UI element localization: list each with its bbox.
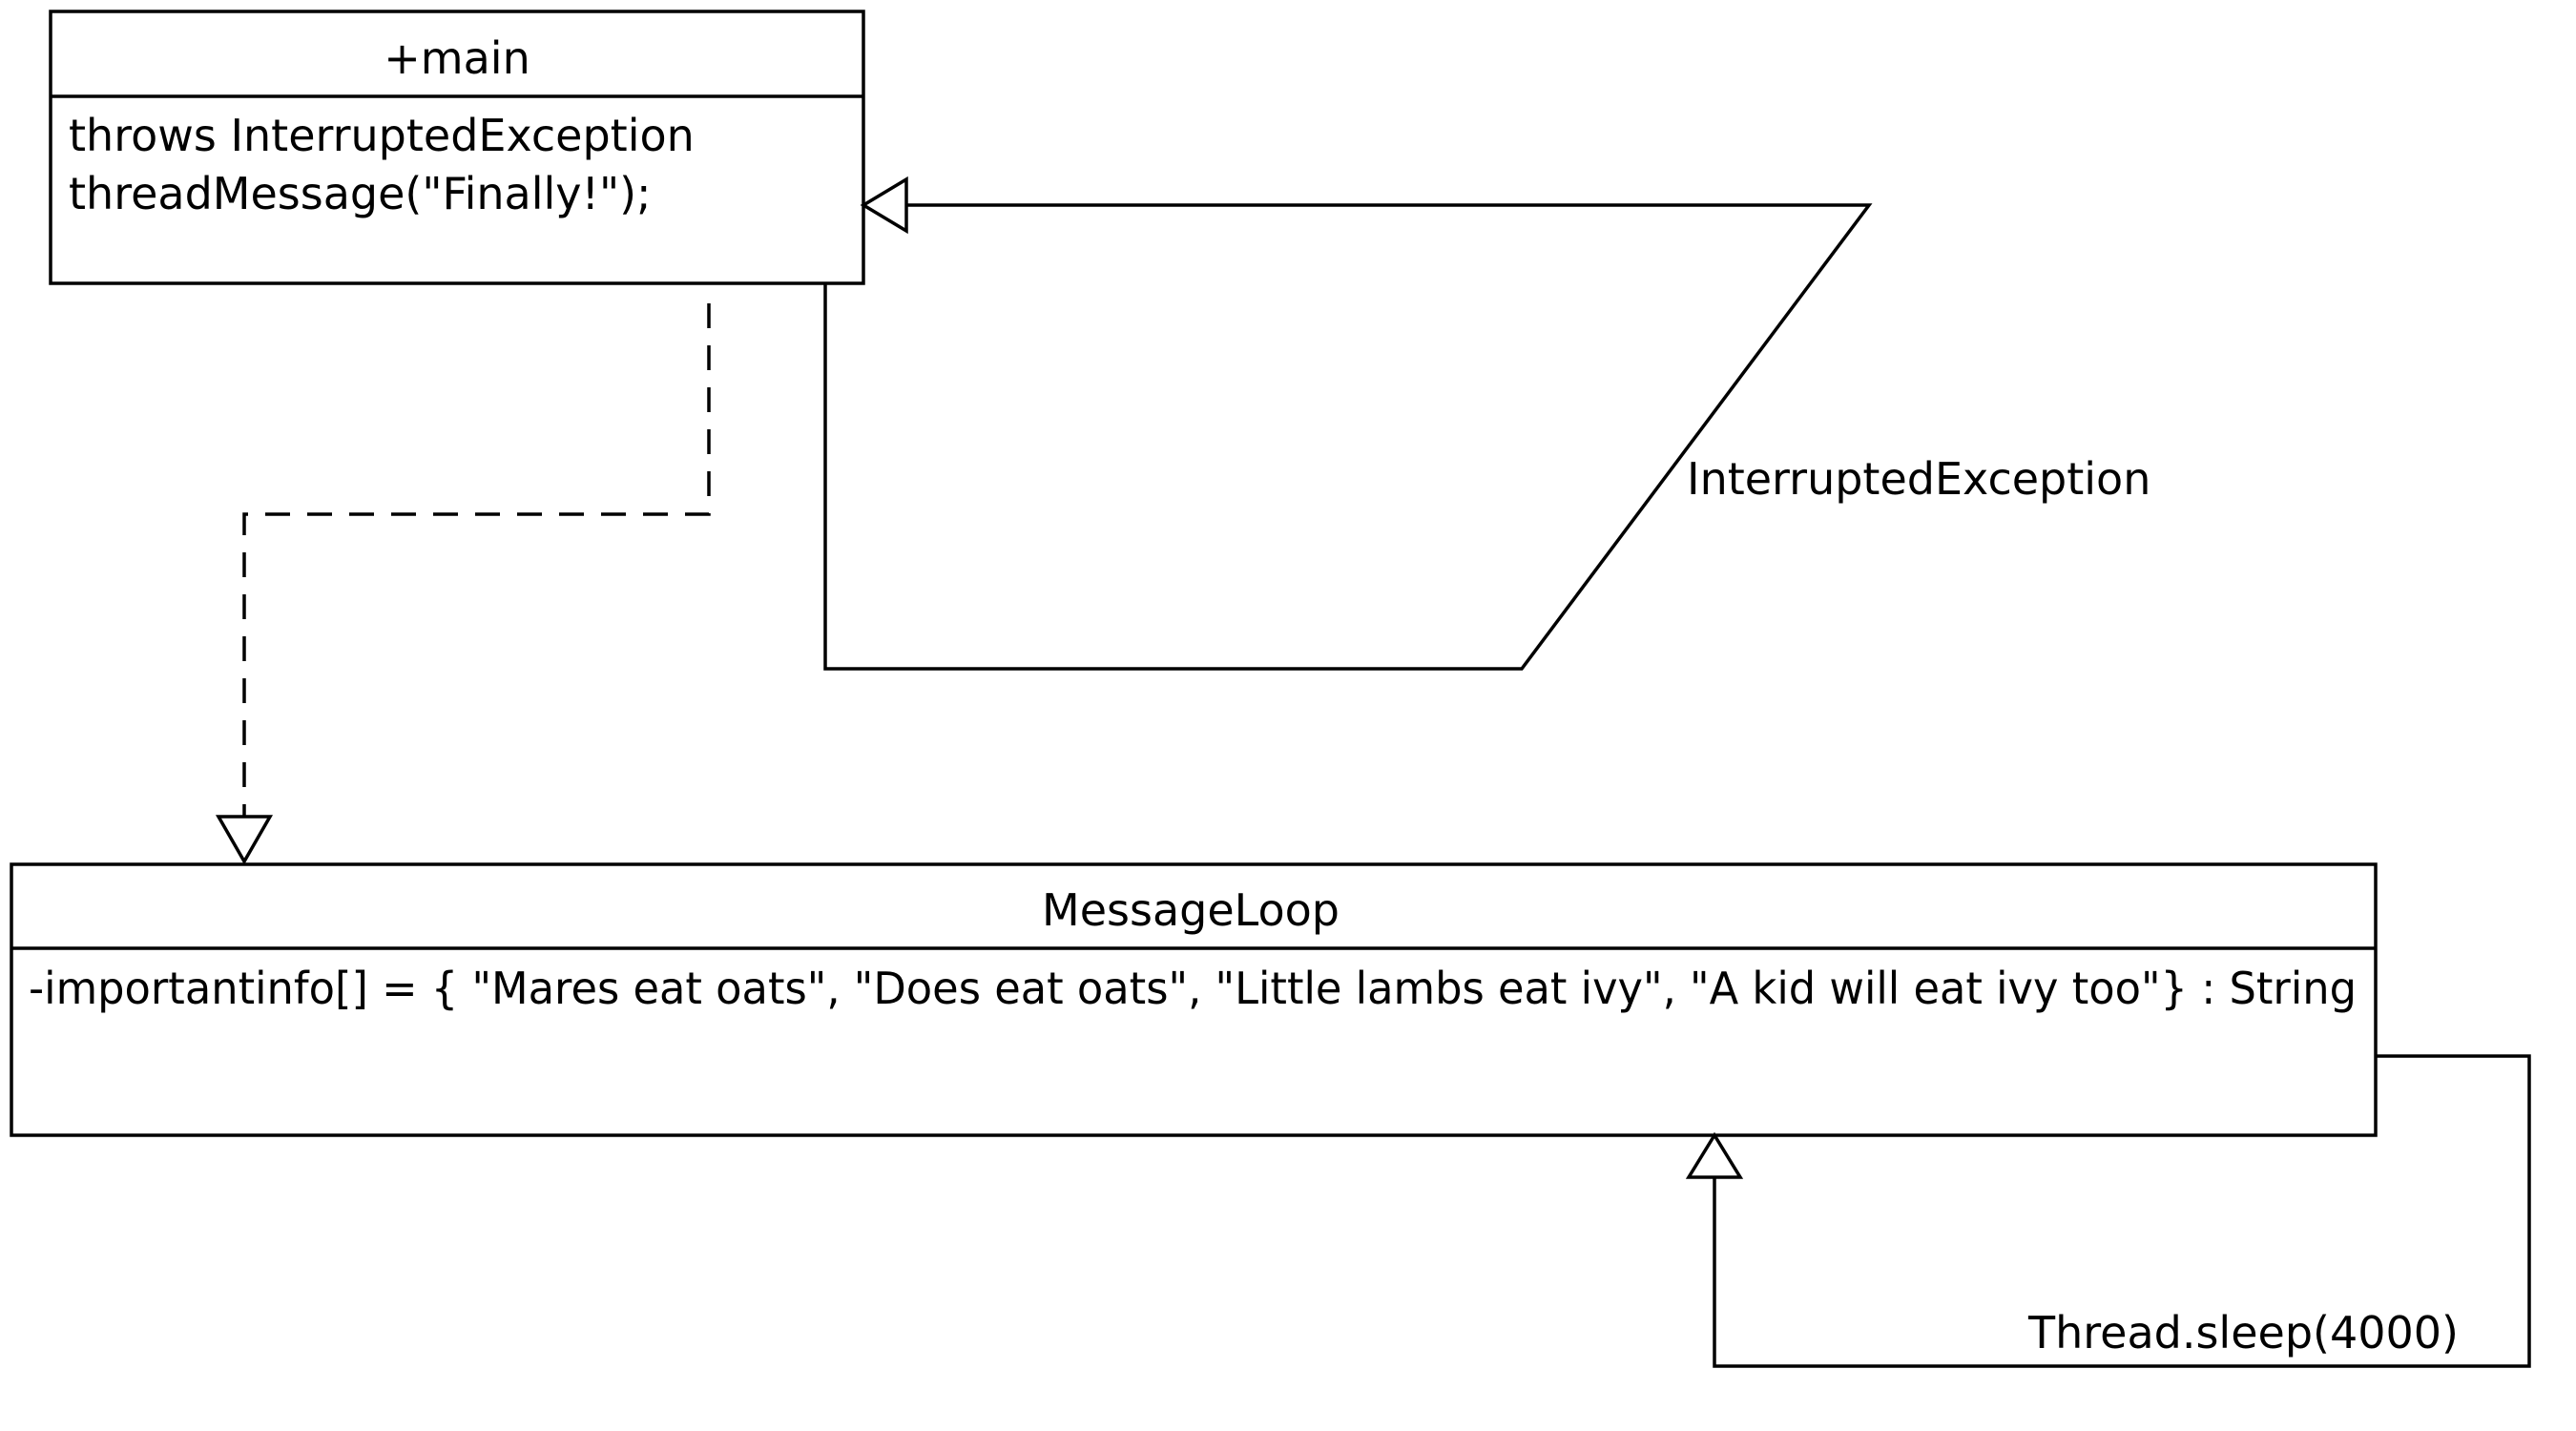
thread-sleep-arrowhead — [1685, 1131, 1744, 1179]
main-class-border — [49, 10, 865, 285]
interrupted-exception-path — [823, 203, 1873, 671]
main-class-title: +main — [384, 32, 530, 84]
interrupted-exception-label: InterruptedException — [1687, 453, 2150, 505]
messageloop-class-border — [10, 862, 2378, 1137]
realization-arrowhead — [215, 815, 274, 865]
main-class-member: throws InterruptedException — [69, 110, 695, 161]
realization-edge[interactable] — [215, 303, 711, 865]
main-class[interactable]: +main throws InterruptedException thread… — [49, 10, 865, 285]
messageloop-class-member: -importantinfo[] = { "Mares eat oats", "… — [29, 963, 2357, 1014]
interrupted-exception-arrowhead — [860, 176, 908, 235]
thread-sleep-path — [1713, 1054, 2531, 1368]
main-class-member: threadMessage("Finally!"); — [69, 168, 652, 219]
interrupted-exception-edge[interactable]: InterruptedException — [823, 176, 2150, 671]
thread-sleep-edge[interactable]: Thread.sleep(4000) — [1685, 1054, 2531, 1368]
messageloop-class[interactable]: MessageLoop -importantinfo[] = { "Mares … — [10, 862, 2378, 1137]
messageloop-class-title: MessageLoop — [1042, 884, 1340, 936]
thread-sleep-label: Thread.sleep(4000) — [2027, 1307, 2459, 1358]
realization-edge-path — [242, 303, 711, 817]
